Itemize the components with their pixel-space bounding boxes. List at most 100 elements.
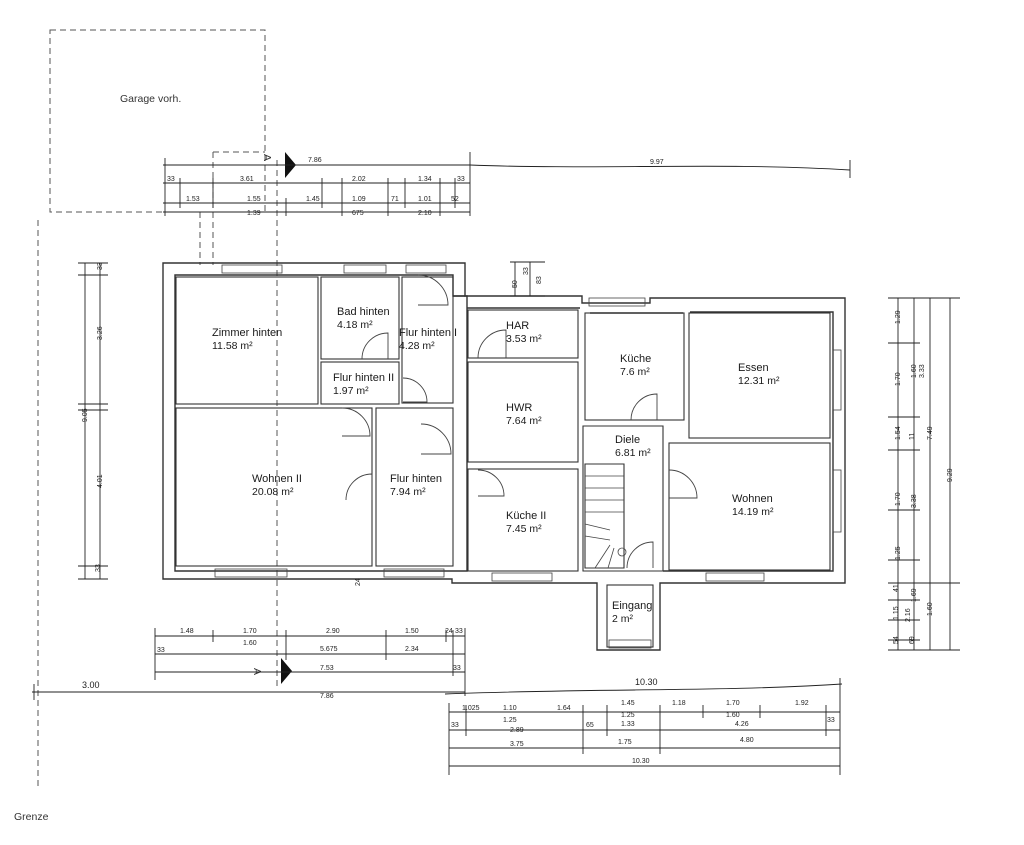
dim-label: 5.675 [320, 646, 338, 653]
dim-label: 1.25 [621, 712, 635, 719]
room-name: Flur hinten II [333, 372, 394, 384]
dim-label: 54 [893, 636, 900, 644]
dim-label: 4.80 [740, 737, 754, 744]
boundary-label: Grenze [14, 811, 49, 823]
windows [214, 264, 842, 649]
dim-label: 3.26 [97, 326, 104, 340]
doors [341, 274, 698, 569]
dim-label: 1.50 [405, 628, 419, 635]
dim-label: 7.86 [320, 693, 334, 700]
dim-label: 52 [451, 196, 459, 203]
dim-label: 1.18 [672, 700, 686, 707]
dim-label: 7.86 [308, 157, 322, 164]
dim-label: 41 [893, 584, 900, 592]
dim-label: 3.00 [82, 680, 100, 690]
dim-label: 71 [391, 196, 399, 203]
dim-label: 10.30 [635, 677, 658, 687]
dim-label: 9.97 [650, 159, 664, 166]
dim-label: 1.29 [895, 310, 902, 324]
dim-label: 33 [453, 665, 461, 672]
dim-label: 2.34 [405, 646, 419, 653]
right-dimensions: 1.29 1.70 1.54 1.70 1.25 41 1.15 54 1.60… [888, 297, 960, 651]
room-area: 3.53 m² [506, 333, 542, 345]
dim-label: 1.09 [352, 196, 366, 203]
dim-label: 33 [827, 717, 835, 724]
garage-label: Garage vorh. [120, 93, 181, 105]
dim-label: 1.54 [895, 426, 902, 440]
room-area: 12.31 m² [738, 375, 780, 387]
dim-label: 33 [451, 722, 459, 729]
dim-label: 1.39 [247, 210, 261, 217]
room-area: 2 m² [612, 613, 634, 625]
room-area: 20.08 m² [252, 486, 294, 498]
room-name: Essen [738, 362, 769, 374]
dim-label: 65 [586, 722, 594, 729]
dim-label: 1.15 [893, 606, 900, 620]
dim-label: 3.38 [911, 494, 918, 508]
top-dimensions [163, 152, 851, 216]
dim-label: 33 [157, 647, 165, 654]
room-area: 1.97 m² [333, 385, 369, 397]
dim-label: 69 [909, 636, 916, 644]
bottom-right-dimensions: 10.30 1.025 1.10 1.64 1.45 1.18 1.70 1.9… [444, 677, 843, 775]
room-area: 7.94 m² [390, 486, 426, 498]
dim-label: 33 [523, 267, 530, 275]
dim-label: 1.60 [911, 364, 918, 378]
dim-label: 3.75 [510, 741, 524, 748]
dim-label: 1.70 [895, 372, 902, 386]
room-area: 7.45 m² [506, 523, 542, 535]
dim-label: 9.05 [82, 408, 89, 422]
room-name: Wohnen [732, 493, 773, 505]
dim-label: 3.61 [240, 176, 254, 183]
dim-label: 7.49 [927, 426, 934, 440]
garage-outline [37, 29, 278, 790]
room-area: 4.28 m² [399, 340, 435, 352]
room-name: Zimmer hinten [212, 327, 282, 339]
dim-label: 50 [512, 280, 519, 288]
dim-label: 1.70 [895, 492, 902, 506]
stair [584, 463, 627, 569]
room-area: 4.18 m² [337, 319, 373, 331]
dim-label: 1.10 [503, 705, 517, 712]
dim-label: 1.70 [243, 628, 257, 635]
room-area: 6.81 m² [615, 447, 651, 459]
room-area: 11.58 m² [212, 340, 253, 352]
dim-label: 1.69 [911, 588, 918, 602]
section-marker-bottom: A [251, 658, 292, 684]
room-name: HWR [506, 402, 532, 414]
dim-label: 1.25 [503, 717, 517, 724]
room-name: Bad hinten [337, 306, 390, 318]
dim-label: 1.60 [927, 602, 934, 616]
dim-label: 1.48 [180, 628, 194, 635]
room-area: 14.19 m² [732, 506, 774, 518]
dim-label: 1.60 [243, 640, 257, 647]
dim-label: 1.60 [726, 712, 740, 719]
section-label-bottom: A [251, 668, 263, 675]
dim-label: 33 [167, 176, 175, 183]
room-name: HAR [506, 320, 529, 332]
room-labels: Zimmer hinten 11.58 m² Bad hinten 4.18 m… [212, 306, 780, 625]
dim-label: 1.70 [726, 700, 740, 707]
section-label-top: A [261, 154, 273, 161]
dim-label: 1.53 [186, 196, 200, 203]
dim-label: 33 [95, 564, 102, 572]
room-area: 7.6 m² [620, 366, 650, 378]
dim-label: 1.25 [895, 546, 902, 560]
dim-label: 83 [536, 276, 543, 284]
dim-label: 1.55 [247, 196, 261, 203]
dim-label: 10.30 [632, 758, 650, 765]
dim-label: 7.53 [320, 665, 334, 672]
dim-label: 675 [352, 210, 364, 217]
dim-label: 4.01 [97, 474, 104, 488]
dim-label: 9.29 [947, 468, 954, 482]
dim-label: 1.64 [557, 705, 571, 712]
dim-label: 1.45 [306, 196, 320, 203]
room-name: Küche II [506, 510, 546, 522]
dim-label: 1.025 [462, 705, 480, 712]
dim-label: 24 [355, 578, 362, 586]
room-area: 7.64 m² [506, 415, 542, 427]
dim-label: 2.10 [418, 210, 432, 217]
dim-label: 1.01 [418, 196, 432, 203]
dim-label: 4.26 [735, 721, 749, 728]
